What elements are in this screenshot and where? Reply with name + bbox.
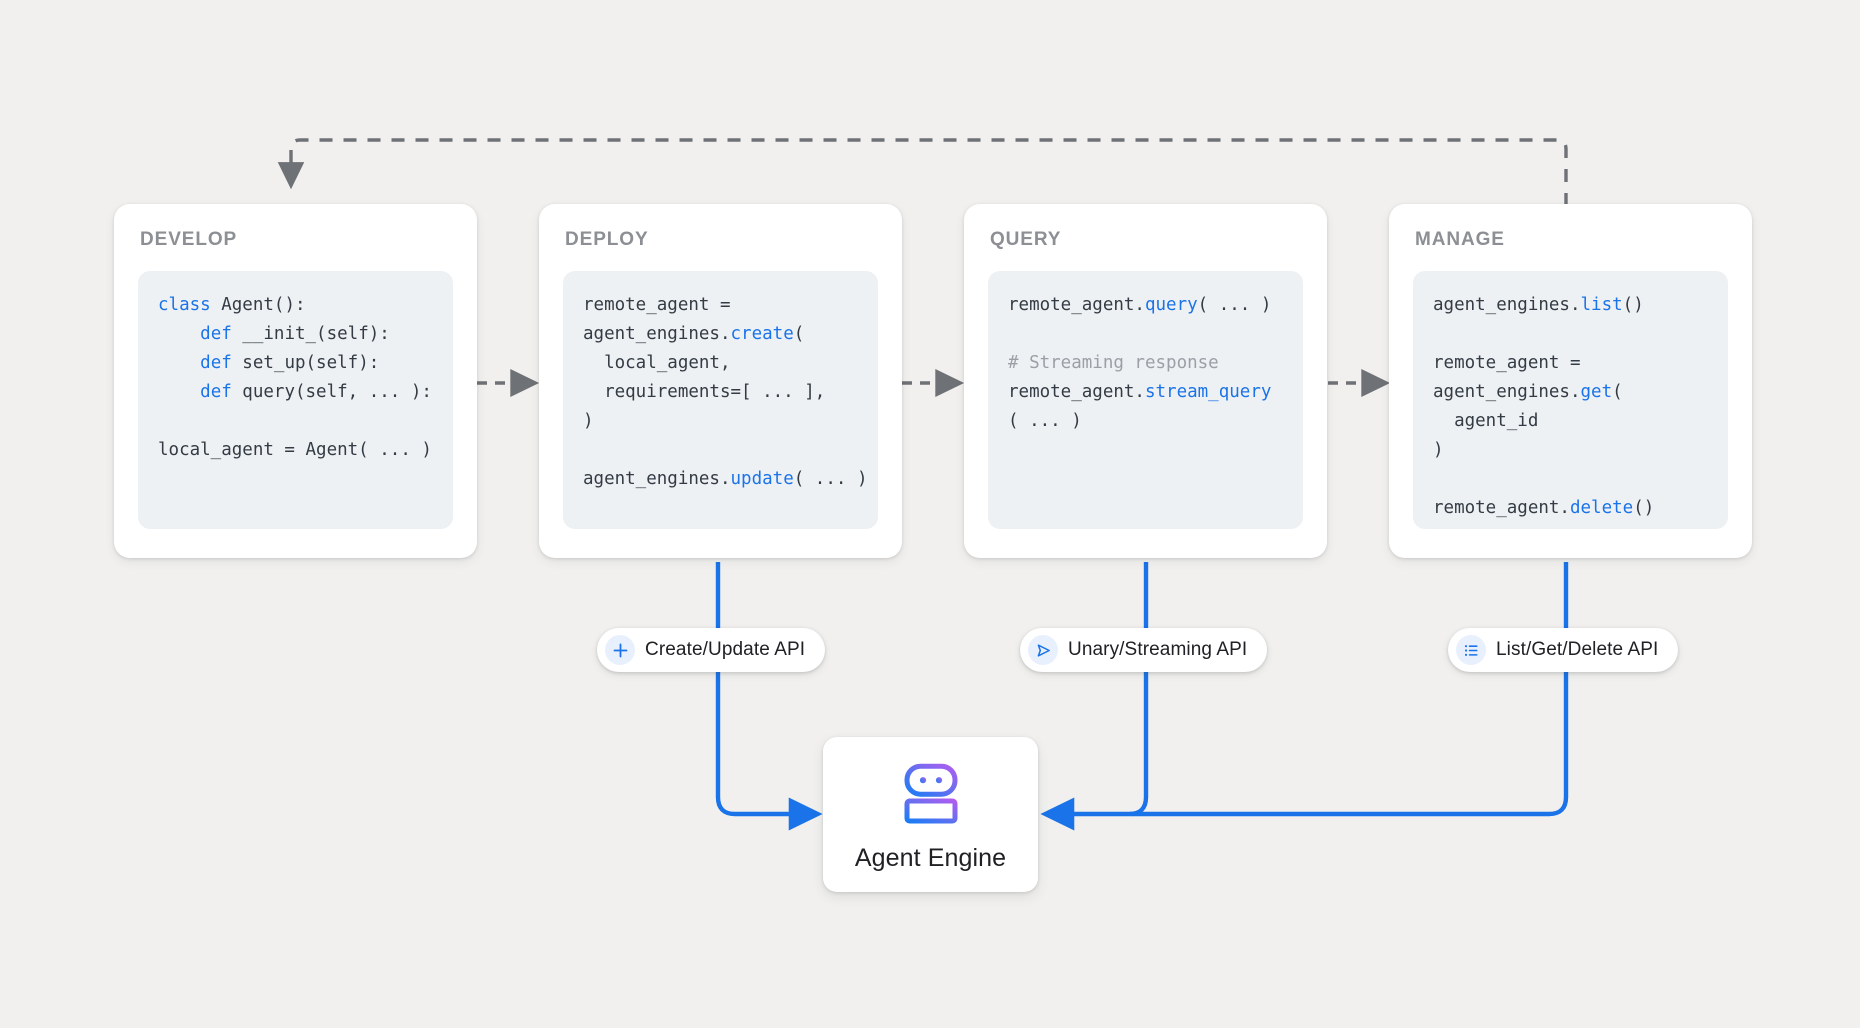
stage-title-manage: MANAGE <box>1415 229 1505 250</box>
code-block-deploy: remote_agent = agent_engines.create( loca… <box>563 271 878 529</box>
stage-title-deploy: DEPLOY <box>565 229 649 250</box>
code-line: agent_id <box>1433 411 1539 431</box>
api-pill-label: Create/Update API <box>645 639 806 660</box>
code-line: requirements=[ ... ], <box>583 382 826 402</box>
agent-engine-node[interactable]: Agent Engine <box>823 737 1038 892</box>
stage-card-query[interactable]: QUERY remote_agent.query( ... ) # Stream… <box>964 204 1327 558</box>
code-line: agent_engines.get( <box>1433 382 1623 402</box>
code-line <box>1433 465 1708 494</box>
send-triangle-icon <box>1028 635 1058 665</box>
code-line: local_agent, <box>583 353 731 373</box>
stage-card-manage[interactable]: MANAGE agent_engines.list() remote_agent… <box>1389 204 1752 558</box>
blue-connector-query-to-agent-engine <box>1040 562 1149 831</box>
code-line: local_agent = Agent( ... ) <box>158 440 432 460</box>
code-line: ) <box>1433 440 1444 460</box>
code-line: def query(self, ... ): <box>200 382 432 402</box>
code-line: remote_agent = <box>1433 353 1581 373</box>
code-line: remote_agent = <box>583 295 731 315</box>
code-line: agent_engines.list() <box>1433 295 1644 315</box>
code-line <box>1008 320 1283 349</box>
code-line: ) <box>583 411 594 431</box>
code-block-develop: class Agent(): def __init_(self): def se… <box>138 271 453 529</box>
blue-connector-deploy-to-agent-engine <box>715 562 823 831</box>
feedback-dashed-connector <box>277 138 1568 206</box>
code-line: agent_engines.create( <box>583 324 805 344</box>
api-pill-unary-streaming[interactable]: Unary/Streaming API <box>1020 628 1268 672</box>
stage-title-develop: DEVELOP <box>140 229 238 250</box>
code-block-query: remote_agent.query( ... ) # Streaming re… <box>988 271 1303 529</box>
code-line: def __init_(self): <box>200 324 390 344</box>
list-icon <box>1456 635 1486 665</box>
code-line: agent_engines.update( ... ) <box>583 469 868 489</box>
code-line: class Agent(): <box>158 295 306 315</box>
code-line: remote_agent.stream_query <box>1008 382 1272 402</box>
code-line: remote_agent.delete() <box>1433 498 1655 518</box>
api-pill-label: List/Get/Delete API <box>1496 639 1659 660</box>
stage-card-develop[interactable]: DEVELOP class Agent(): def __init_(self)… <box>114 204 477 558</box>
api-pill-create-update[interactable]: Create/Update API <box>597 628 826 672</box>
stage-title-query: QUERY <box>990 229 1062 250</box>
plus-icon <box>605 635 635 665</box>
robot-icon <box>899 763 963 830</box>
code-line: remote_agent.query( ... ) <box>1008 295 1272 315</box>
code-line <box>1433 320 1708 349</box>
code-line: def set_up(self): <box>200 353 380 373</box>
code-block-manage: agent_engines.list() remote_agent = agent… <box>1413 271 1728 529</box>
agent-engine-label: Agent Engine <box>854 843 1007 872</box>
code-line <box>158 407 433 436</box>
api-pill-list-get-delete[interactable]: List/Get/Delete API <box>1448 628 1679 672</box>
blue-connector-manage-to-agent-engine <box>1130 562 1569 817</box>
api-pill-label: Unary/Streaming API <box>1068 639 1248 660</box>
code-line <box>583 436 858 465</box>
stage-card-deploy[interactable]: DEPLOY remote_agent = agent_engines.creat… <box>539 204 902 558</box>
code-line: ( ... ) <box>1008 411 1082 431</box>
code-line: # Streaming response <box>1008 353 1219 373</box>
